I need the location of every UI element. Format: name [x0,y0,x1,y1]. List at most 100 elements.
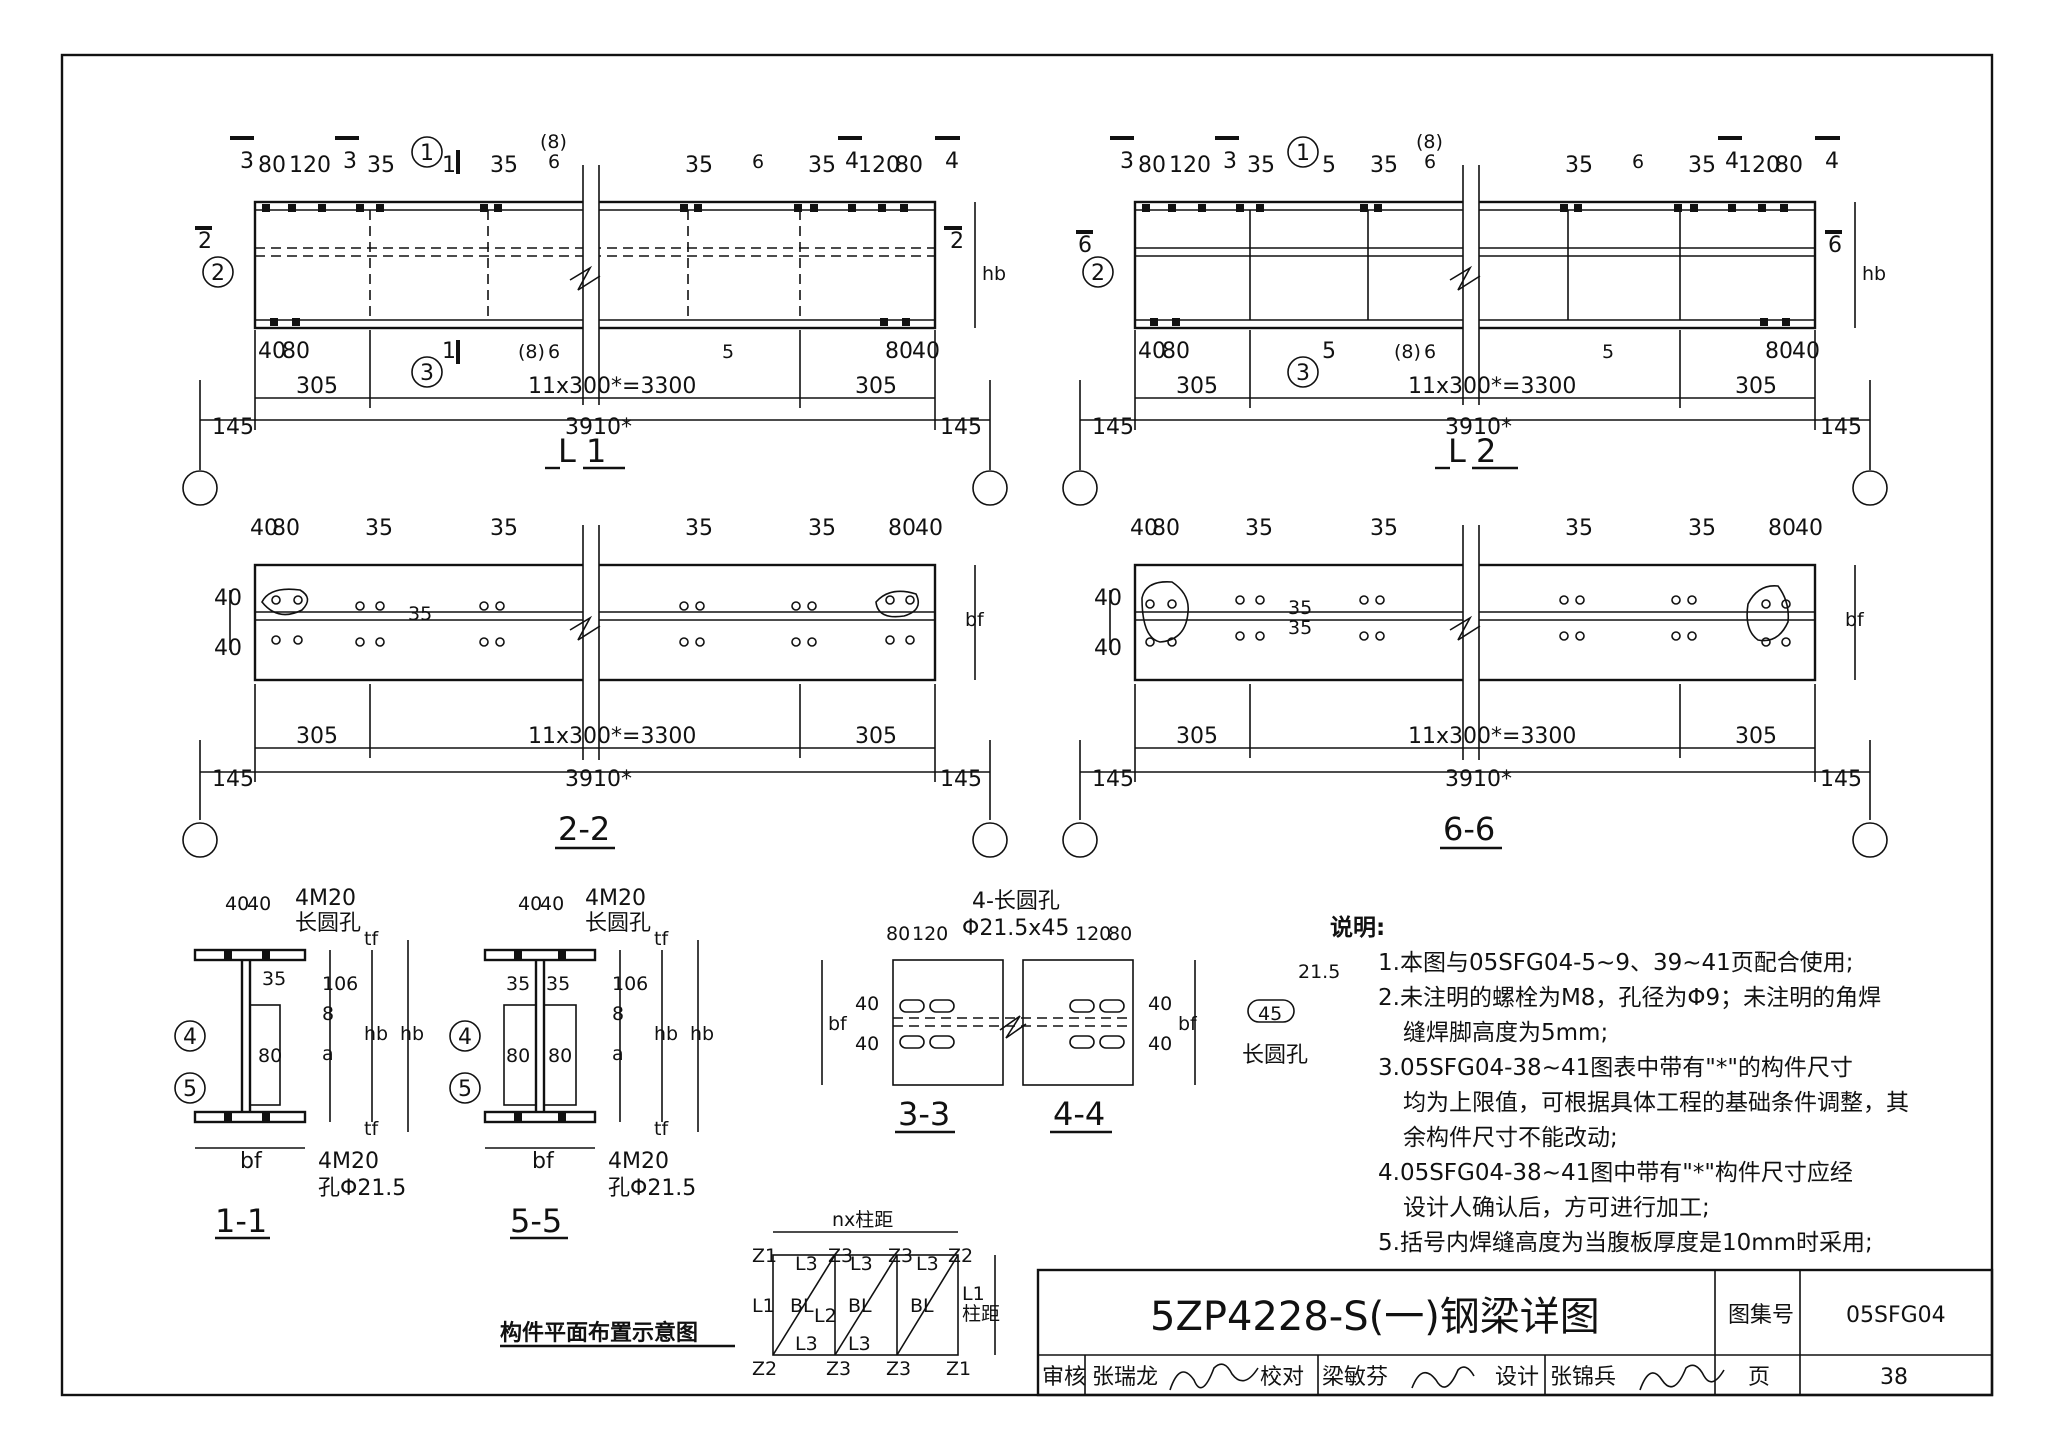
section-3-3-4-4 [821,959,1295,1134]
s55-bolt-bottom: 4M20 [608,1149,669,1174]
s22-dim-end-left: 145 [212,767,254,792]
beam-l1-elevation [182,136,1008,506]
s66-dim: 40 [1130,516,1158,541]
s11-bf: bf [240,1149,263,1174]
l1-dim: 4 [845,149,859,174]
s66-dim: 80 [1768,516,1796,541]
l1-dim: 35 [490,153,518,178]
layout-node: L3 [848,1333,871,1355]
l1-dim: 35 [367,153,395,178]
note-line: 4.05SFG04-38~41图中带有"*"构件尺寸应经 [1378,1160,1853,1186]
s66-dim: 35 [1688,516,1716,541]
l2-dim: 80 [1162,339,1190,364]
s22-dim-305-left: 305 [296,724,338,749]
layout-node: BL [848,1295,872,1317]
s11-slot-top: 长圆孔 [295,911,361,936]
l1-dim: (8) [540,131,567,153]
layout-node: L3 [850,1253,873,1275]
atlas-label: 图集号 [1728,1303,1794,1328]
l1-dim-end-left: 145 [212,415,254,440]
layout-schematic [500,1231,996,1356]
l2-section-mark: 6 [1078,233,1092,258]
section-1-1 [174,940,409,1240]
check-label: 校对 [1260,1365,1304,1390]
s33-dim: 120 [912,923,948,945]
l1-dim-hb: hb [982,263,1006,285]
s22-dim: 80 [272,516,300,541]
s66-dim: 40 [1094,586,1122,611]
l1-dim: 5 [722,341,734,363]
layout-node: L1 [752,1295,775,1317]
s55-marker: 5 [458,1077,472,1102]
layout-node: L3 [795,1333,818,1355]
l1-marker: 2 [211,261,225,286]
section-2-2-plan [182,525,1008,858]
s55-bolt-top: 4M20 [585,886,646,911]
l2-dim: 40 [1792,339,1820,364]
l1-dim-end-right: 145 [940,415,982,440]
l1-dim: 35 [685,153,713,178]
slot-dim-w: 45 [1258,1003,1282,1025]
title-block: 5ZP4228-S(一)钢梁详图 图集号 05SFG04 审核 张瑞龙 校对 梁… [1042,1294,1946,1391]
layout-node: Z2 [752,1358,777,1380]
l1-dim: 6 [548,151,560,173]
layout-right-label: 柱距 [962,1303,1000,1325]
layout-node: L1 [962,1283,985,1305]
l1-dim: 4 [945,149,959,174]
s55-dim: hb [654,1023,678,1045]
s22-dim: 35 [408,603,432,625]
l2-dim-305-right: 305 [1735,374,1777,399]
l1-dim-305-right: 305 [855,374,897,399]
s66-dim: 35 [1288,597,1312,619]
l2-dim: 6 [1632,151,1644,173]
s44-title: 4-4 [1053,1095,1105,1133]
l1-dim: 1 [442,153,456,178]
s55-marker: 4 [458,1025,472,1050]
section-6-6-texts: 40 80 35 35 35 35 80 40 40 40 35 35 bf 3… [1092,516,1865,848]
s11-dim: a [322,1043,334,1065]
l2-dim: 35 [1370,153,1398,178]
s55-dim: hb [690,1023,714,1045]
l2-dim: 4 [1825,149,1839,174]
s22-dim: 40 [214,586,242,611]
l1-section-mark: 2 [198,229,212,254]
s22-dim: 35 [490,516,518,541]
l1-dim: 35 [808,153,836,178]
s66-dim: 35 [1288,617,1312,639]
l1-dim: 80 [258,153,286,178]
sheet-border [60,53,1994,1397]
l2-dim: (8) [1416,131,1443,153]
l2-dim: 3 [1120,149,1134,174]
l1-section-mark: 2 [950,229,964,254]
l2-dim-span: 11x300*=3300 [1408,374,1576,399]
note-line: 3.05SFG04-38~41图表中带有"*"的构件尺寸 [1378,1055,1853,1081]
l1-dim-305-left: 305 [296,374,338,399]
s55-dim: tf [654,1118,669,1140]
section-3-3-4-4-texts: 4-长圆孔 Φ21.5x45 80 120 120 80 bf 40 40 40… [828,889,1340,1133]
s55-dim: 80 [506,1045,530,1067]
s11-dim: tf [364,1118,379,1140]
layout-node: Z1 [752,1245,777,1267]
layout-node: L2 [814,1305,837,1327]
section-6-6-plan [1062,525,1888,858]
s33-dim: 40 [855,1033,879,1055]
s33-title: 3-3 [898,1095,950,1133]
checker-signature [1411,1366,1475,1389]
s11-bolt-bottom: 4M20 [318,1149,379,1174]
beam-l2-texts: 3 80 120 3 35 5 35 (8) 6 35 6 35 4 120 8… [1078,131,1886,470]
s66-dim: 35 [1565,516,1593,541]
s22-dim-total: 3910* [565,767,632,792]
layout-caption: 构件平面布置示意图 [500,1320,698,1346]
layout-node: Z3 [888,1245,913,1267]
s33-slot-label: 4-长圆孔 [972,889,1060,914]
l2-marker: 3 [1296,361,1310,386]
l2-dim: 80 [1775,153,1803,178]
layout-node: Z3 [886,1358,911,1380]
s11-top-dim: 40 [225,893,249,915]
s66-dim-305-right: 305 [1735,724,1777,749]
l2-dim: 5 [1322,339,1336,364]
note-line: 均为上限值，可根据具体工程的基础条件调整，其 [1403,1090,1909,1116]
s11-bolt-top: 4M20 [295,886,356,911]
l2-title: L 2 [1448,432,1496,470]
